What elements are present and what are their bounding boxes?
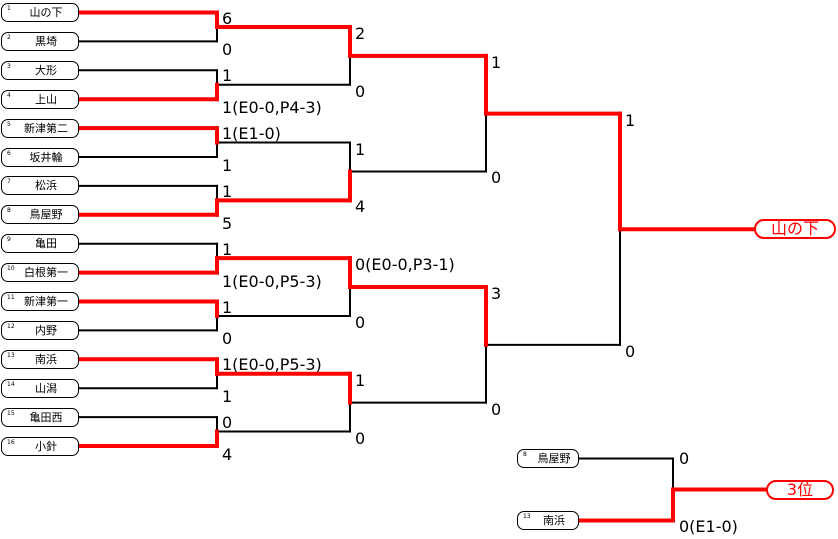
team-seed: 7 (7, 178, 11, 186)
team-name: 山の下 (29, 6, 63, 19)
score-label: 0(E0-0,P3-1) (355, 255, 455, 275)
team-box: 9 亀田 (1, 234, 79, 254)
team-name: 大形 (35, 63, 57, 77)
team-box: 10 白根第一 (1, 263, 79, 283)
team-seed: 13 (523, 513, 531, 520)
team-seed: 2 (7, 33, 11, 41)
team-box: 3 大形 (1, 60, 79, 80)
team-box: 8 鳥屋野 (1, 205, 79, 225)
team-seed: 5 (7, 120, 11, 128)
team-seed: 11 (7, 294, 15, 301)
score-label: 1 (222, 66, 233, 86)
score-label: 1 (355, 370, 366, 390)
score-label: 0 (491, 399, 502, 419)
team-box: 15 亀田西 (1, 407, 79, 427)
score-label: 1 (222, 297, 233, 317)
team-name: 小針 (35, 439, 57, 453)
score-label: 0 (355, 428, 366, 448)
score-label: 1 (222, 181, 233, 201)
team-box: 14 山潟 (1, 378, 79, 398)
team-name: 山潟 (35, 381, 57, 395)
team-name: 内野 (35, 323, 57, 337)
team-name: 鳥屋野 (537, 452, 571, 465)
team-box: 5 新津第二 (1, 118, 79, 138)
team-box: 4 上山 (1, 89, 79, 109)
score-label: 2 (355, 23, 366, 43)
team-name: 白根第一 (24, 266, 68, 280)
team-seed: 8 (523, 451, 527, 458)
team-name: 松浜 (35, 179, 57, 193)
team-seed: 15 (7, 409, 15, 417)
team-seed: 10 (7, 265, 15, 273)
team-seed: 6 (7, 149, 11, 157)
team-box: 8 鳥屋野 (517, 449, 579, 468)
team-name: 新津第一 (24, 295, 68, 308)
team-box: 6 坂井輪 (1, 147, 79, 167)
team-name: 亀田 (35, 237, 57, 251)
score-label: 1 (222, 387, 233, 407)
team-box: 1 山の下 (1, 3, 79, 22)
team-name: 南浜 (543, 514, 565, 527)
score-label: 4 (355, 197, 366, 217)
score-label: 1 (491, 52, 502, 72)
team-seed: 9 (7, 236, 11, 244)
champion-box: 山の下 (754, 219, 836, 240)
team-name: 新津第二 (24, 121, 68, 135)
team-seed: 4 (7, 91, 11, 99)
team-seed: 3 (7, 62, 11, 70)
score-label: 4 (222, 445, 233, 464)
score-label: 0 (222, 329, 233, 349)
score-label: 0 (355, 81, 366, 101)
score-label: 1(E0-0,P5-3) (222, 355, 322, 375)
score-label: 3 (491, 284, 502, 304)
score-label: 0 (222, 40, 233, 60)
score-label: 0 (355, 312, 366, 332)
score-label: 1(E1-0) (222, 124, 281, 144)
team-box: 7 松浜 (1, 176, 79, 196)
team-name: 坂井輪 (29, 150, 63, 164)
team-seed: 8 (7, 207, 11, 215)
team-box: 2 黒埼 (1, 31, 79, 51)
score-label: 1(E0-0,P5-3) (222, 271, 322, 291)
score-label: 0 (222, 413, 233, 433)
score-label: 6 (222, 8, 233, 28)
score-label: 1 (355, 139, 366, 159)
score-label: 1(E0-0,P4-3) (222, 98, 322, 118)
score-label: 1 (222, 156, 233, 175)
team-name: 黒埼 (35, 34, 57, 48)
team-box: 11 新津第一 (1, 292, 79, 311)
team-seed: 13 (7, 351, 15, 359)
team-seed: 1 (7, 5, 11, 12)
score-label: 0 (679, 448, 690, 468)
team-box: 12 内野 (1, 320, 79, 340)
team-name: 鳥屋野 (29, 208, 63, 222)
third-place-box: 3位 (766, 479, 834, 500)
team-seed: 16 (7, 438, 15, 446)
score-label: 1 (222, 239, 233, 259)
score-label: 5 (222, 213, 233, 233)
score-label: 0 (491, 168, 502, 188)
team-box: 13 南浜 (1, 349, 79, 369)
score-label: 0(E1-0) (679, 516, 738, 536)
score-label: 1 (625, 110, 636, 130)
score-label: 0 (625, 341, 636, 361)
team-seed: 12 (7, 322, 15, 330)
team-box: 13 南浜 (517, 511, 579, 530)
team-name: 南浜 (35, 352, 57, 366)
team-name: 亀田西 (29, 410, 63, 424)
team-box: 16 小針 (1, 436, 79, 456)
team-seed: 14 (7, 380, 15, 388)
team-name: 上山 (35, 92, 57, 106)
